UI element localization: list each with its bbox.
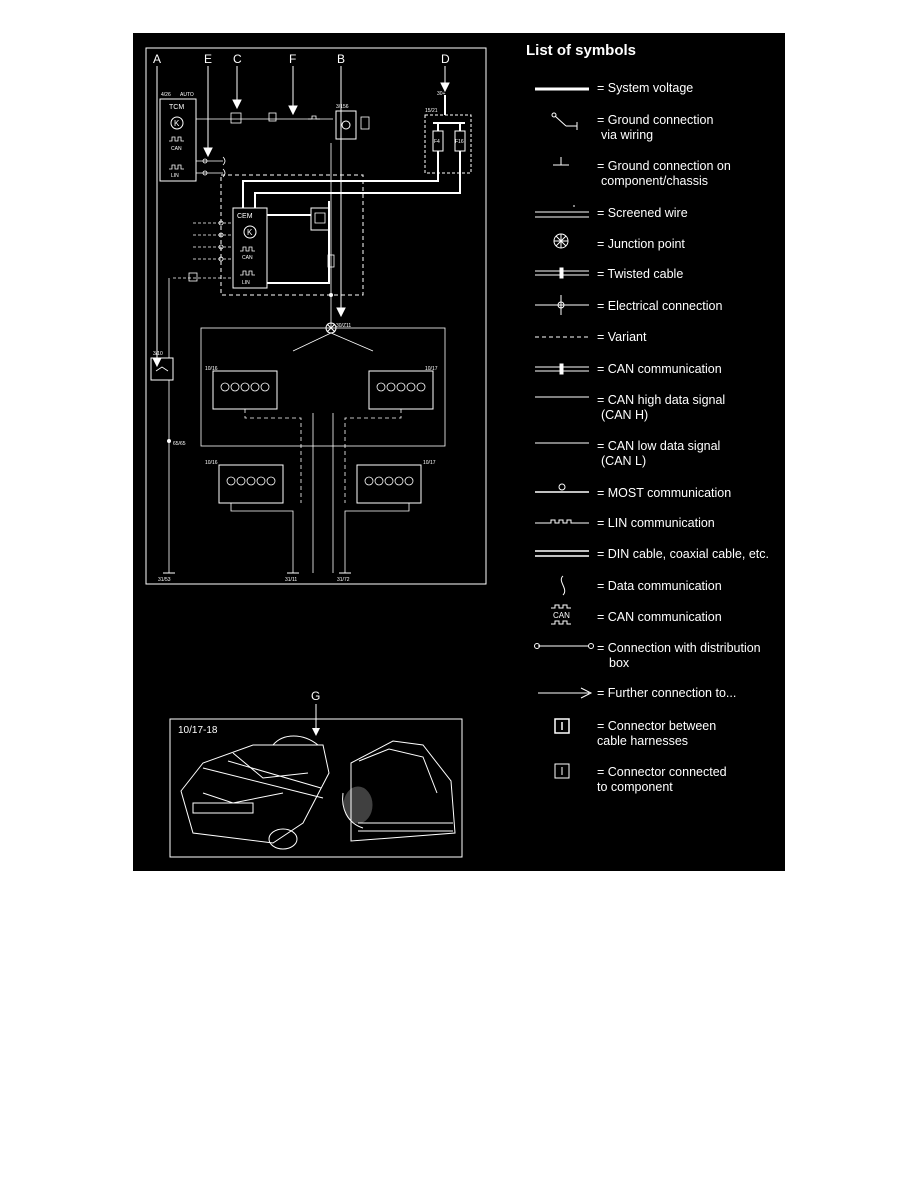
svg-text:10/17: 10/17: [423, 460, 436, 466]
legend-title: List of symbols: [526, 42, 637, 59]
legend-item-lin: = LIN communication: [597, 516, 715, 530]
svg-text:K: K: [247, 228, 253, 237]
legend-item-twisted-cable: = Twisted cable: [597, 267, 684, 281]
svg-text:CAN: CAN: [242, 255, 253, 261]
callout-d: D: [441, 52, 450, 66]
svg-text:K: K: [174, 119, 180, 128]
schematic-frame: [145, 47, 487, 585]
car-illustration: [180, 735, 330, 850]
data-communication-symbol: [560, 575, 566, 596]
legend-item-can-icon: = CAN communication: [597, 610, 722, 624]
svg-text:30+: 30+: [437, 91, 446, 97]
electrical-connection-symbol: [535, 295, 589, 315]
legend-symbols: [534, 87, 594, 779]
further-connection-arrow-symbol: [538, 687, 593, 699]
can-icon-symbol: [551, 604, 571, 625]
lin-communication-symbol: [535, 519, 589, 524]
svg-text:31/72: 31/72: [337, 577, 350, 583]
cem-label: CEM: [237, 213, 253, 220]
ground-chassis-symbol: [553, 157, 569, 166]
can-icon-text: CAN: [553, 611, 570, 620]
svg-text:LIN: LIN: [242, 280, 250, 286]
legend-item-data-communication: = Data communication: [597, 579, 722, 593]
legend-item-system-voltage: = System voltage: [597, 81, 694, 95]
svg-text:3/156: 3/156: [336, 104, 349, 110]
svg-text:CAN: CAN: [171, 146, 182, 152]
distribution-box-symbol: [534, 643, 594, 649]
legend-item-electrical-connection: = Electrical connection: [597, 299, 723, 313]
car-inset-frame: [169, 718, 463, 858]
svg-text:10/16: 10/16: [205, 366, 218, 372]
callout-b: B: [337, 52, 345, 66]
legend-item-can-low: = CAN low data signal(CAN L): [597, 439, 721, 468]
legend-item-junction-point: = Junction point: [597, 237, 685, 251]
callout-c: C: [233, 52, 242, 66]
legend-item-screened-wire: = Screened wire: [597, 206, 688, 220]
svg-text:65/65: 65/65: [173, 441, 186, 447]
din-cable-symbol: [535, 550, 589, 557]
callout-f: F: [289, 52, 296, 66]
junction-point-symbol: [553, 233, 569, 249]
callout-a: A: [153, 52, 161, 66]
screened-wire-symbol: [535, 205, 589, 218]
svg-text:F16: F16: [455, 139, 464, 145]
legend-item-most: = MOST communication: [597, 486, 732, 500]
connector-component-symbol: [554, 763, 570, 779]
connector-harness-symbol: [554, 718, 570, 734]
can-communication-symbol: [535, 363, 589, 375]
svg-text:F4: F4: [434, 139, 440, 145]
most-communication-symbol: [535, 483, 589, 493]
legend-item-din-cable: = DIN cable, coaxial cable, etc.: [597, 547, 769, 561]
svg-text:10/16: 10/16: [205, 460, 218, 466]
svg-text:31/53: 31/53: [158, 577, 171, 583]
svg-text:LIN: LIN: [171, 173, 179, 179]
svg-text:31/11: 31/11: [285, 577, 297, 583]
legend-item-variant: = Variant: [597, 330, 647, 344]
svg-text:30/Z11: 30/Z11: [336, 323, 351, 329]
ground-wiring-symbol: [551, 112, 578, 130]
twisted-cable-symbol: [535, 267, 589, 279]
svg-text:15/21: 15/21: [425, 108, 438, 114]
legend-item-can-high: = CAN high data signal(CAN H): [597, 393, 726, 422]
callout-g: G: [311, 689, 320, 703]
callout-e: E: [204, 52, 212, 66]
legend-item-can-communication: = CAN communication: [597, 362, 722, 376]
wiring-diagram: A E C F B D 4/26 AUTO TCM K CAN LIN: [145, 47, 594, 858]
svg-text:3/10: 3/10: [153, 351, 163, 357]
svg-text:10/17: 10/17: [425, 366, 438, 372]
svg-text:10/17-18: 10/17-18: [178, 725, 218, 736]
legend-item-further-connection: = Further connection to...: [597, 686, 737, 700]
svg-text:4/26: 4/26: [161, 92, 171, 98]
tail-lamp-illustration: [342, 740, 456, 842]
tcm-label: TCM: [169, 104, 184, 111]
wiring-diagram-panel: A E C F B D 4/26 AUTO TCM K CAN LIN: [133, 33, 785, 871]
svg-text:AUTO: AUTO: [180, 92, 194, 98]
